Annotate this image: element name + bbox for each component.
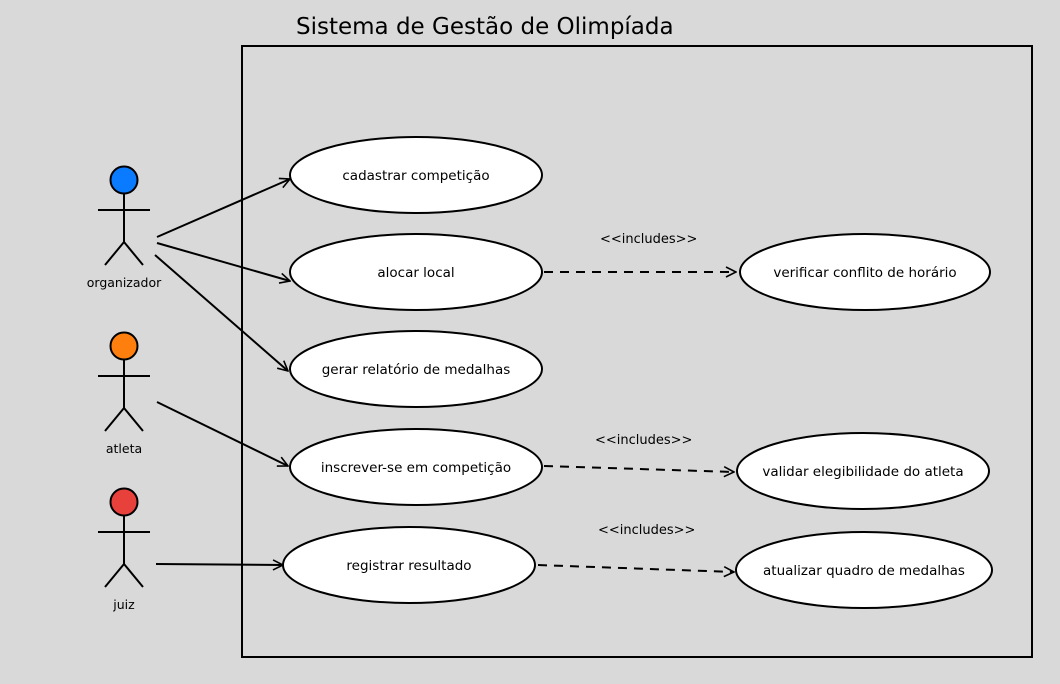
actor-juiz: juiz [98,487,150,612]
include-label: <<includes>> [600,232,697,247]
use-case-label: atualizar quadro de medalhas [763,563,965,579]
actor-label: organizador [87,275,162,290]
association-juiz-registrar [155,564,283,565]
actors-layer: organizador atleta juiz [87,165,162,612]
actor-label: atleta [106,441,142,456]
association-organizador-cadastrar [156,179,290,238]
include-inscrever-validar [543,465,734,472]
use-case-label: validar elegibilidade do atleta [762,464,963,480]
use-case-label: verificar conflito de horário [773,265,956,281]
use-case-alocar: alocar local [289,233,543,311]
actor-body-icon [98,359,150,432]
include-label: <<includes>> [595,433,692,448]
use-case-ellipse [282,526,536,604]
actor-atleta: atleta [98,331,150,456]
actor-body-icon [98,193,150,266]
actor-head-icon [109,165,139,195]
include-registrar-atualizar [537,564,734,572]
use-case-validar: validar elegibilidade do atleta [736,432,990,510]
association-organizador-alocar [156,242,290,281]
use-case-label: inscrever-se em competição [321,460,511,476]
use-case-atualizar: atualizar quadro de medalhas [735,531,993,609]
include-label: <<includes>> [598,523,695,538]
use-case-ellipse [736,432,990,510]
use-case-registrar: registrar resultado [282,526,536,604]
actor-organizador: organizador [87,165,162,290]
use-case-ellipse [289,233,543,311]
use-case-gerar: gerar relatório de medalhas [289,330,543,408]
system-title: Sistema de Gestão de Olimpíada [296,14,674,40]
use-case-label: gerar relatório de medalhas [322,362,511,378]
use-case-label: cadastrar competição [342,168,489,184]
actor-body-icon [98,515,150,588]
use-case-ellipse [289,428,543,506]
use-case-label: alocar local [377,265,454,281]
use-case-verificar: verificar conflito de horário [739,233,991,311]
use-case-ellipse [739,233,991,311]
use-case-ellipse [289,330,543,408]
use-case-ellipse [289,136,543,214]
use-case-cadastrar: cadastrar competição [289,136,543,214]
actor-label: juiz [112,597,135,612]
actor-head-icon [109,331,139,361]
system-boundary [241,45,1033,658]
use-case-inscrever: inscrever-se em competição [289,428,543,506]
relations-layer: <<includes>> <<includes>> <<includes>> [154,179,736,572]
use-case-label: registrar resultado [346,558,471,574]
use-case-ellipse [735,531,993,609]
actor-head-icon [109,487,139,517]
association-organizador-gerar [154,254,288,371]
association-atleta-inscrever [156,401,288,466]
use-cases-layer: cadastrar competição alocar local gerar re… [282,136,993,609]
